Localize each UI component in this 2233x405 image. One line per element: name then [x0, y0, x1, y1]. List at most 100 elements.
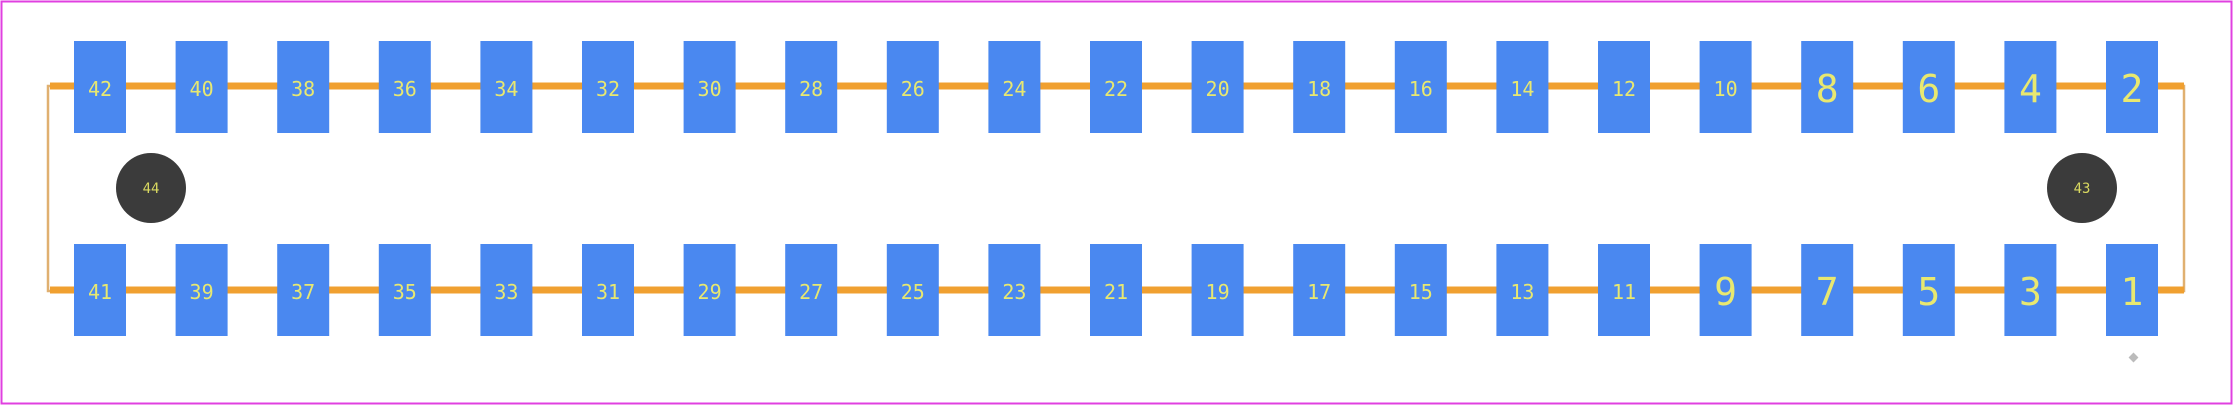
pad-29: 29: [683, 244, 736, 336]
pad-5: 5: [1902, 244, 1955, 336]
pad-shape: [683, 41, 736, 133]
pad-shape: [1191, 41, 1244, 133]
pad-label: 29: [698, 280, 722, 304]
pad-16: 16: [1394, 41, 1447, 133]
pad-25: 25: [886, 244, 939, 336]
pad-label: 10: [1714, 77, 1738, 101]
pad-27: 27: [785, 244, 838, 336]
pad-shape: [74, 41, 126, 133]
pad-label: 2: [2121, 67, 2144, 111]
pad-label: 26: [901, 77, 925, 101]
pad-label: 30: [698, 77, 722, 101]
pad-shape: [1394, 244, 1447, 336]
hole-label: 44: [143, 181, 160, 197]
pad-label: 1: [2121, 270, 2144, 314]
pad-shape: [74, 244, 126, 336]
pad-label: 41: [88, 280, 112, 304]
pad-shape: [480, 41, 533, 133]
hole-shape: [116, 153, 186, 223]
pad-shape: [582, 41, 634, 133]
pad-label: 21: [1104, 280, 1128, 304]
pad-shape: [175, 244, 228, 336]
hole-shape: [2047, 153, 2117, 223]
pad-shape: [1293, 244, 1346, 336]
pad-shape: [1699, 244, 1752, 336]
pad-label: 37: [291, 280, 315, 304]
pad-label: 24: [1002, 77, 1026, 101]
pad-shape: [1496, 244, 1549, 336]
pad-24: 24: [988, 41, 1041, 133]
pad-1: 1: [2106, 244, 2158, 336]
pad-shape: [2004, 244, 2057, 336]
pad-20: 20: [1191, 41, 1244, 133]
pad-38: 38: [277, 41, 330, 133]
pad-label: 31: [596, 280, 620, 304]
pad-label: 36: [393, 77, 417, 101]
pad-22: 22: [1090, 41, 1142, 133]
pad-shape: [1293, 41, 1346, 133]
pad-37: 37: [277, 244, 330, 336]
pad-11: 11: [1598, 244, 1650, 336]
pad-10: 10: [1699, 41, 1752, 133]
pad-7: 7: [1801, 244, 1854, 336]
pad-shape: [2106, 41, 2158, 133]
pad-3: 3: [2004, 244, 2057, 336]
pad-6: 6: [1902, 41, 1955, 133]
pad-label: 5: [1917, 270, 1940, 314]
pad-shape: [1191, 244, 1244, 336]
pad-41: 41: [74, 244, 126, 336]
pad-label: 34: [494, 77, 518, 101]
pad-label: 35: [393, 280, 417, 304]
pad-shape: [886, 41, 939, 133]
pad-33: 33: [480, 244, 533, 336]
origin-marker: [2128, 352, 2139, 363]
pad-label: 16: [1409, 77, 1433, 101]
pad-label: 40: [190, 77, 214, 101]
pad-label: 27: [799, 280, 823, 304]
pad-label: 22: [1104, 77, 1128, 101]
pad-label: 18: [1307, 77, 1331, 101]
mounting-hole-44: 44: [116, 153, 186, 223]
pad-label: 13: [1510, 280, 1534, 304]
pad-40: 40: [175, 41, 228, 133]
pad-label: 32: [596, 77, 620, 101]
pad-shape: [277, 244, 330, 336]
pad-shape: [1598, 244, 1650, 336]
pad-shape: [1902, 244, 1955, 336]
pad-31: 31: [582, 244, 634, 336]
pad-34: 34: [480, 41, 533, 133]
pad-36: 36: [378, 41, 431, 133]
pad-shape: [175, 41, 228, 133]
pad-label: 39: [190, 280, 214, 304]
pad-shape: [277, 41, 330, 133]
pad-shape: [785, 41, 838, 133]
pad-32: 32: [582, 41, 634, 133]
pad-2: 2: [2106, 41, 2158, 133]
mounting-hole-43: 43: [2047, 153, 2117, 223]
pad-shape: [582, 244, 634, 336]
pad-label: 28: [799, 77, 823, 101]
pad-label: 38: [291, 77, 315, 101]
pad-shape: [2004, 41, 2057, 133]
pad-21: 21: [1090, 244, 1142, 336]
pad-shape: [1902, 41, 1955, 133]
pad-label: 14: [1510, 77, 1534, 101]
pad-label: 20: [1206, 77, 1230, 101]
pad-shape: [1090, 41, 1142, 133]
pad-18: 18: [1293, 41, 1346, 133]
pad-label: 19: [1206, 280, 1230, 304]
pad-label: 33: [494, 280, 518, 304]
pad-shape: [1496, 41, 1549, 133]
pad-label: 42: [88, 77, 112, 101]
pad-shape: [1801, 41, 1854, 133]
pad-30: 30: [683, 41, 736, 133]
pad-shape: [683, 244, 736, 336]
pad-26: 26: [886, 41, 939, 133]
pad-15: 15: [1394, 244, 1447, 336]
pad-4: 4: [2004, 41, 2057, 133]
pad-label: 17: [1307, 280, 1331, 304]
